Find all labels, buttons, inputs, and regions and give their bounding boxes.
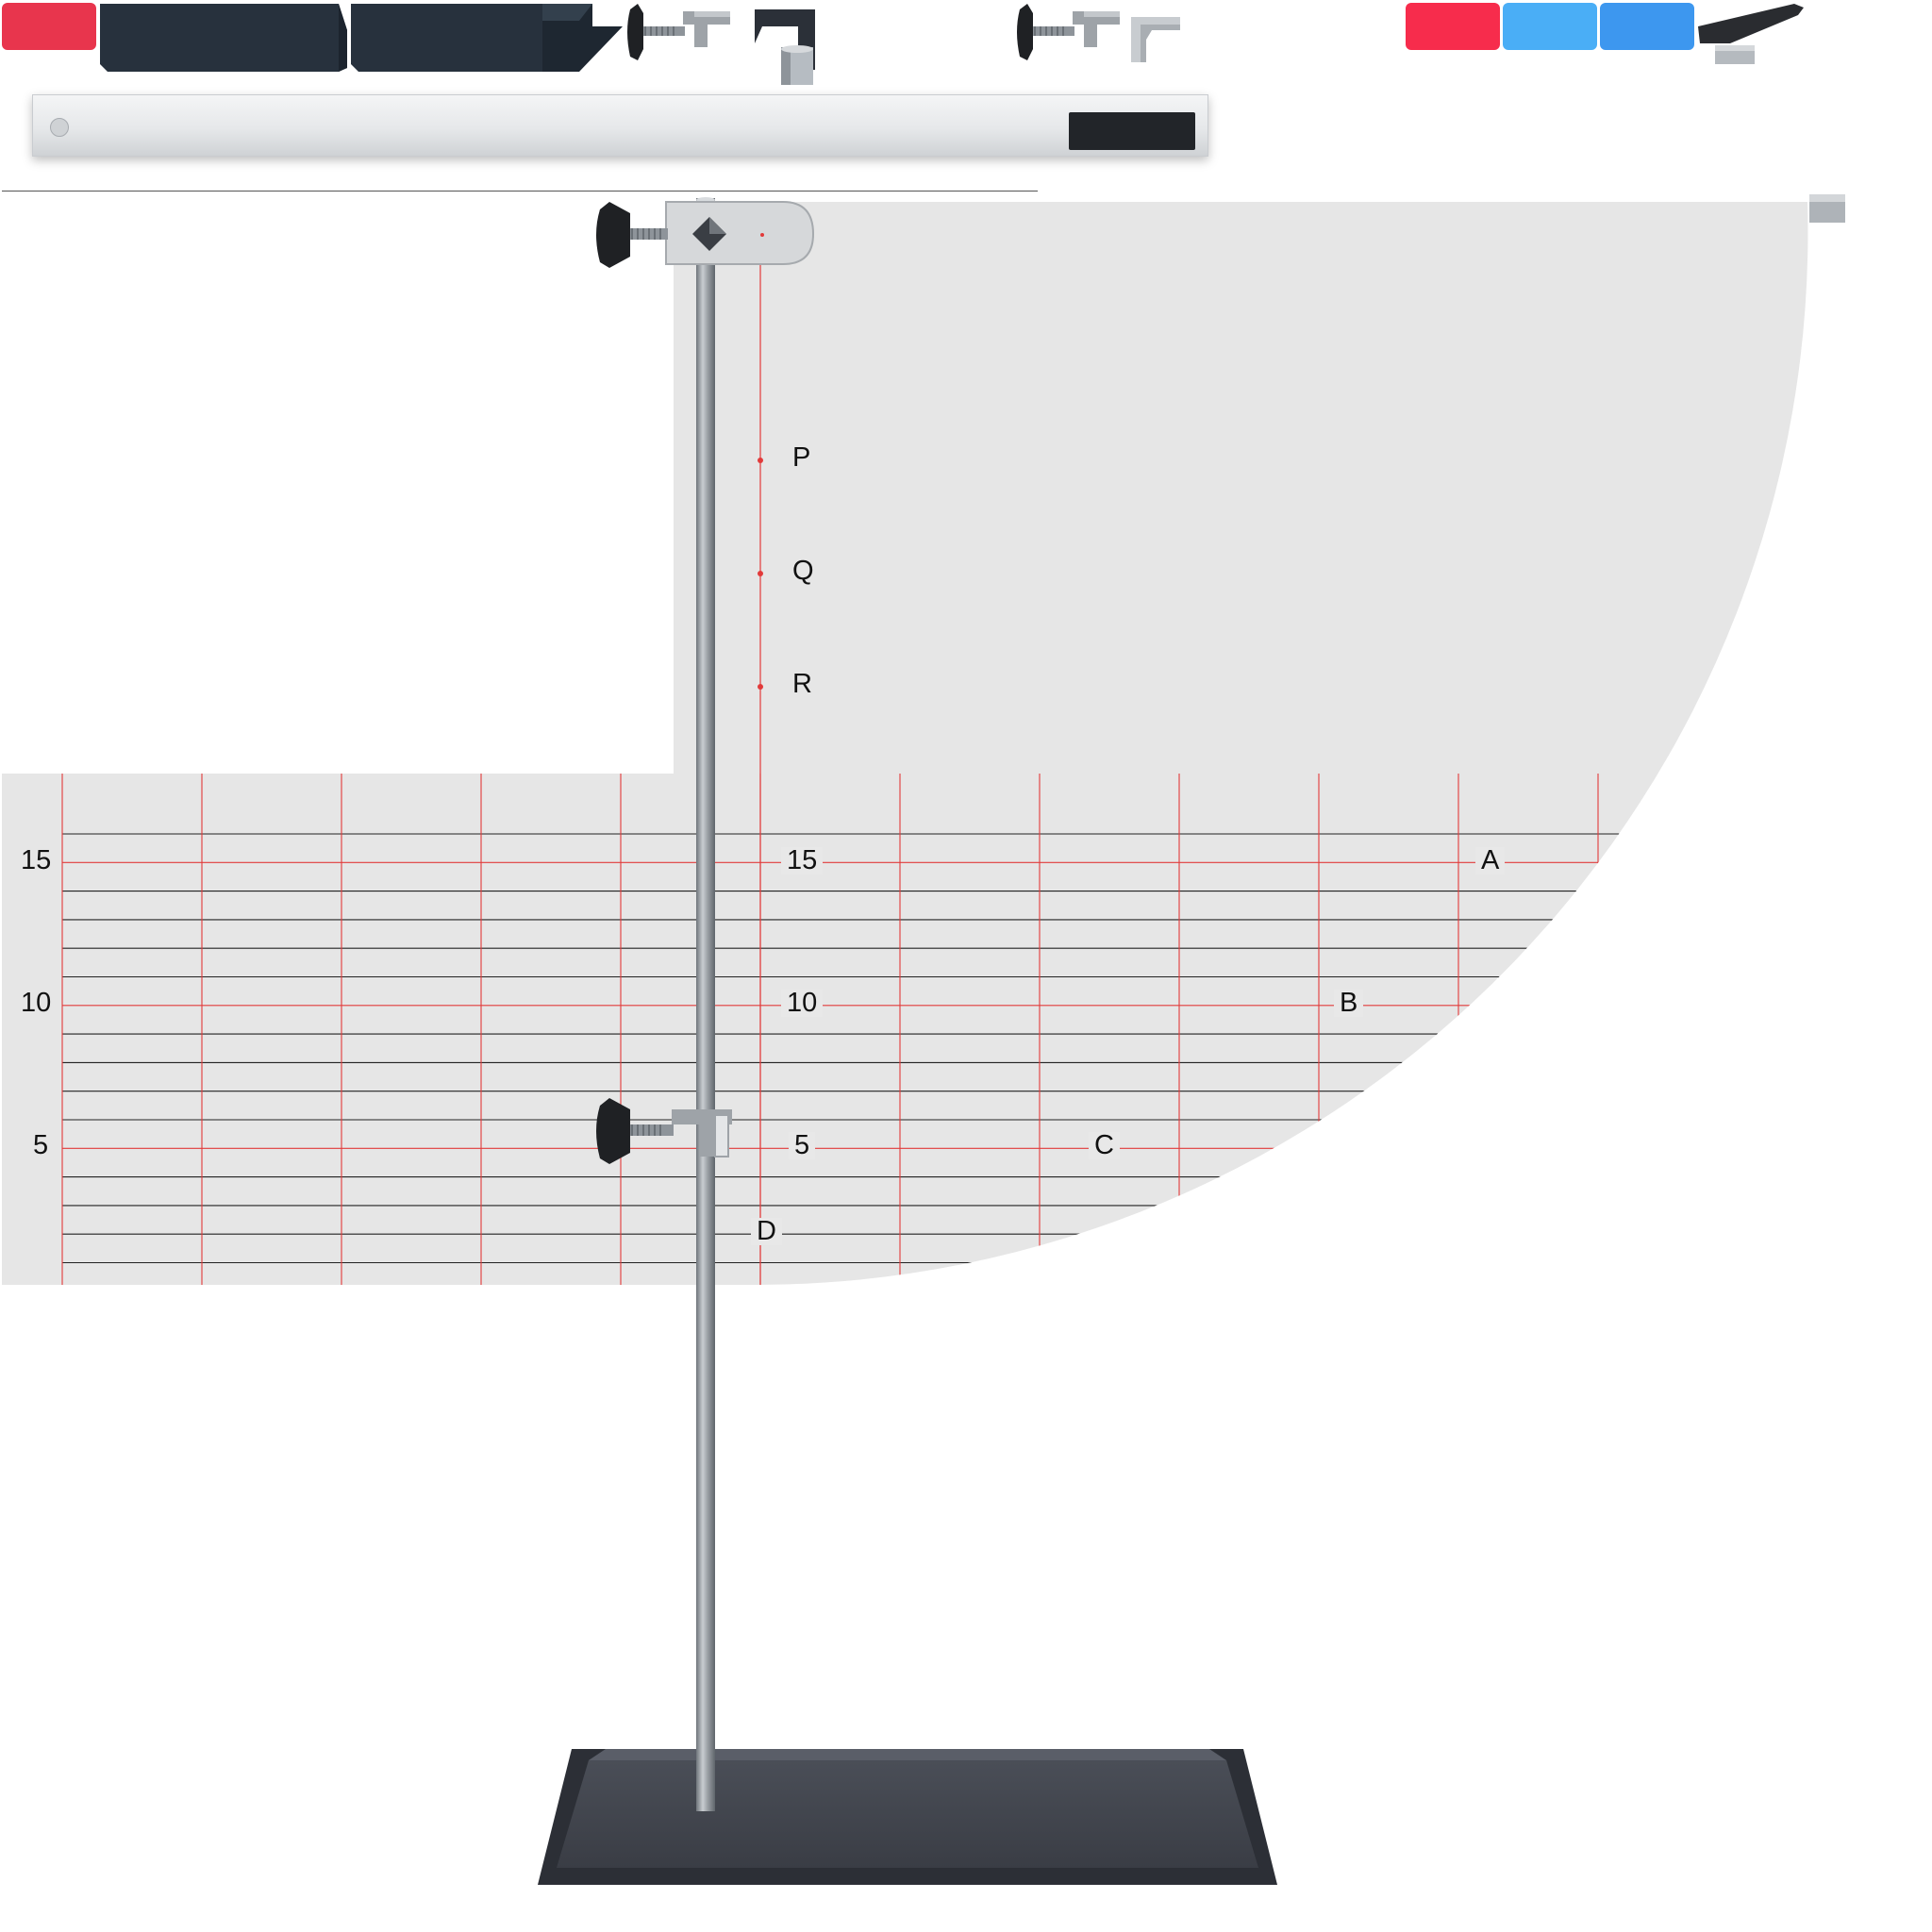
knob-clamp-icon[interactable] xyxy=(625,4,734,64)
angle-bracket-icon[interactable] xyxy=(1127,8,1184,64)
pointer-arm-icon[interactable] xyxy=(1696,2,1809,70)
point-label-a: A xyxy=(1475,847,1506,874)
rod-label-q: Q xyxy=(792,556,814,586)
center-axis-tick-5: 5 xyxy=(789,1132,816,1159)
center-axis-tick-15: 15 xyxy=(781,847,824,874)
point-label-d: D xyxy=(751,1218,782,1245)
rod-point-marker xyxy=(758,684,763,690)
rod-point-marker xyxy=(758,571,763,576)
strip-dark-slider[interactable] xyxy=(1069,112,1195,150)
knob-clamp-icon-top[interactable] xyxy=(596,202,668,268)
point-label-c: C xyxy=(1089,1132,1120,1159)
center-axis-tick-10: 10 xyxy=(781,990,824,1017)
knob-clamp-icon-2[interactable] xyxy=(1014,4,1124,64)
red-swatch-2[interactable] xyxy=(1406,3,1500,50)
edge-peg-icon xyxy=(1809,194,1845,223)
left-axis-tick-5: 5 xyxy=(33,1130,49,1160)
divider-line xyxy=(2,191,1038,192)
rod-label-r: R xyxy=(792,669,812,699)
blue-swatch[interactable] xyxy=(1600,3,1694,50)
dark-slate-wedge-bar[interactable] xyxy=(349,2,625,74)
l-bracket-icon[interactable] xyxy=(745,6,821,87)
rod-point-marker xyxy=(758,458,763,463)
blue-light-swatch[interactable] xyxy=(1503,3,1597,50)
strip-screw-icon xyxy=(50,118,69,137)
retort-base[interactable] xyxy=(538,1749,1277,1885)
knob-clamp-icon-lower[interactable] xyxy=(596,1098,732,1164)
dark-slate-bar[interactable] xyxy=(98,2,348,74)
metal-ruler-strip[interactable] xyxy=(32,94,1208,157)
left-axis-tick-15: 15 xyxy=(21,845,52,875)
retort-rod[interactable] xyxy=(696,198,715,1811)
rod-label-p: P xyxy=(792,442,811,473)
boss-head-clamp-icon[interactable] xyxy=(665,201,815,265)
point-label-b: B xyxy=(1334,990,1364,1017)
red-swatch[interactable] xyxy=(2,3,96,50)
left-axis-tick-10: 10 xyxy=(21,988,52,1018)
